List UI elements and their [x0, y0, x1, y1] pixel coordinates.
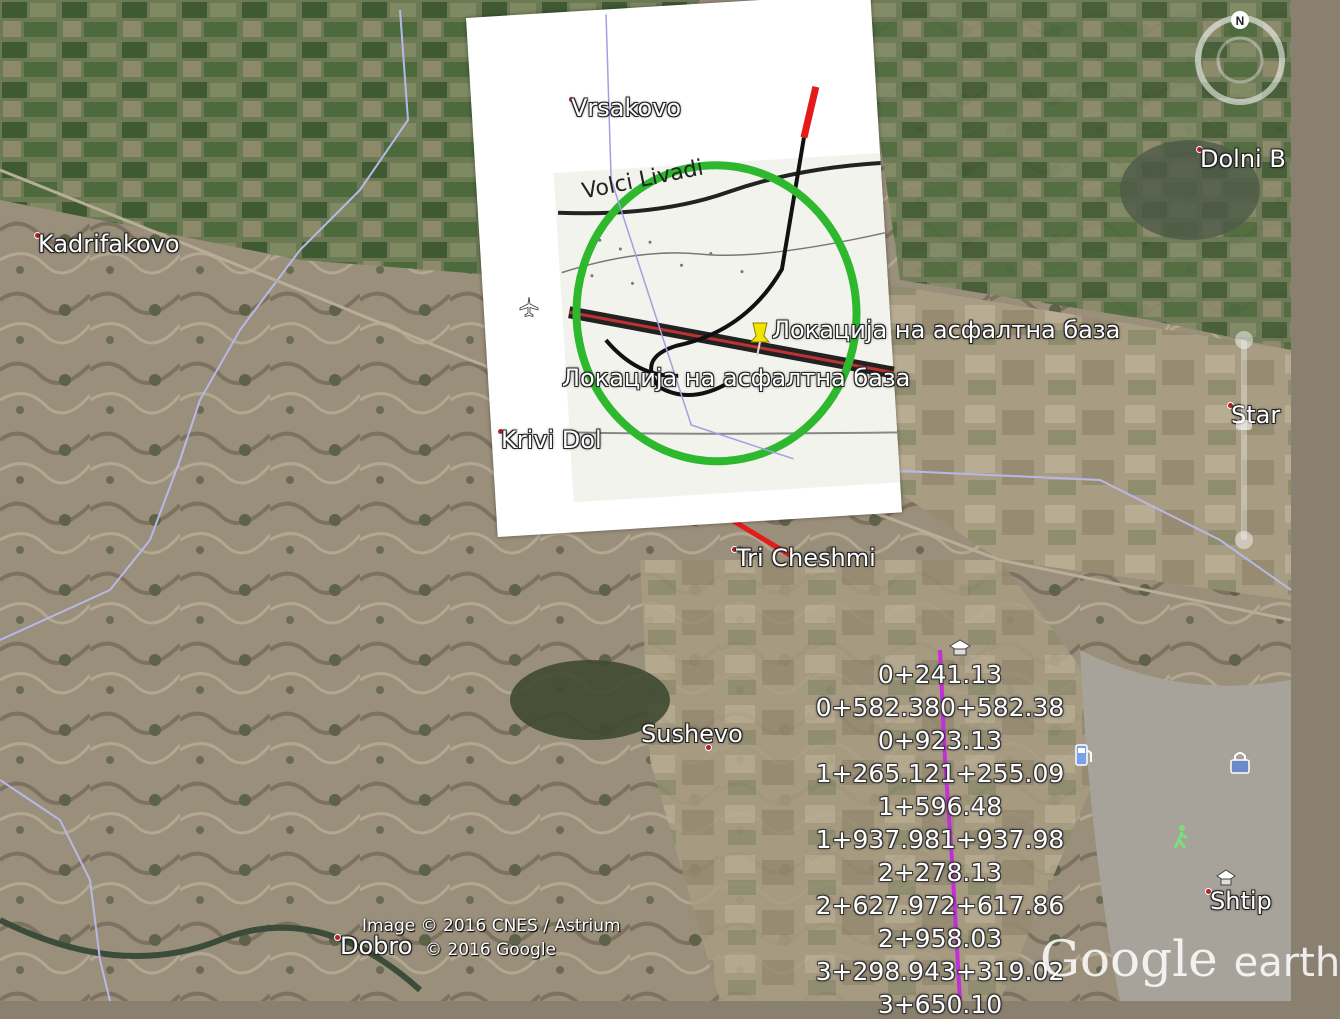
- chainage-label: 2+958.03: [877, 924, 1003, 953]
- place-marker-tri-cheshmi[interactable]: [731, 546, 738, 553]
- place-label-sushevo[interactable]: Sushevo: [641, 720, 743, 748]
- chainage-label: 3+298.943+319.02: [815, 957, 1065, 986]
- place-label-dolni-b[interactable]: Dolni B: [1200, 145, 1286, 173]
- chainage-label: 2+278.13: [877, 858, 1003, 887]
- place-marker-dobro[interactable]: [334, 934, 341, 941]
- copyright-google: © 2016 Google: [425, 940, 557, 960]
- fuel-icon[interactable]: [1073, 742, 1095, 768]
- place-marker-krivi-dol[interactable]: [497, 428, 504, 435]
- zoom-slider-icon[interactable]: [1232, 330, 1256, 550]
- google-earth-logo: Google earth: [1040, 930, 1340, 988]
- lock-icon[interactable]: [1228, 750, 1252, 776]
- hiker-icon[interactable]: [1170, 824, 1192, 850]
- placemark-label-asphalt-base-2[interactable]: Локација на асфалтна база: [562, 364, 911, 392]
- placemark-label-asphalt-base-1[interactable]: Локација на асфалтна база: [772, 316, 1121, 344]
- chainage-label: 1+937.981+937.98: [815, 825, 1065, 854]
- chainage-label: 0+582.380+582.38: [815, 693, 1065, 722]
- ground-overlay-map[interactable]: Volci Livadi: [466, 0, 902, 538]
- place-label-tri-cheshmi[interactable]: Tri Cheshmi: [736, 544, 876, 572]
- compass-icon[interactable]: N: [1192, 10, 1288, 106]
- place-label-krivi-dol[interactable]: Krivi Dol: [501, 426, 602, 454]
- place-marker-shtip[interactable]: [1205, 888, 1212, 895]
- overlay-drawing: [553, 14, 901, 503]
- place-marker-vrsakovo[interactable]: [568, 96, 575, 103]
- place-marker-kadrifakovo[interactable]: [34, 232, 41, 239]
- compass-north-label: N: [1236, 14, 1245, 28]
- chainage-label: 0+241.13: [877, 660, 1003, 689]
- school-icon[interactable]: [1215, 868, 1237, 890]
- place-marker-sushevo[interactable]: [705, 744, 712, 751]
- place-marker-star[interactable]: [1227, 402, 1234, 409]
- place-marker-dolni-b[interactable]: [1196, 146, 1203, 153]
- logo-google-text: Google: [1040, 930, 1218, 988]
- place-label-dobro[interactable]: Dobro: [340, 932, 413, 960]
- school-icon[interactable]: [948, 638, 972, 658]
- pushpin-icon[interactable]: [745, 318, 775, 358]
- place-label-shtip[interactable]: Shtip: [1210, 887, 1272, 915]
- airport-icon[interactable]: [517, 295, 541, 319]
- chainage-label: 2+627.972+617.86: [815, 891, 1065, 920]
- place-label-kadrifakovo[interactable]: Kadrifakovo: [38, 230, 180, 258]
- chainage-label: 0+923.13: [877, 726, 1003, 755]
- copyright-imagery: Image © 2016 CNES / Astrium: [362, 916, 621, 936]
- chainage-label: 3+650.10: [877, 990, 1003, 1019]
- logo-earth-text: earth: [1233, 940, 1340, 986]
- place-label-vrsakovo[interactable]: Vrsakovo: [571, 94, 682, 122]
- chainage-label: 1+265.121+255.09: [815, 759, 1065, 788]
- chainage-label: 1+596.48: [877, 792, 1003, 821]
